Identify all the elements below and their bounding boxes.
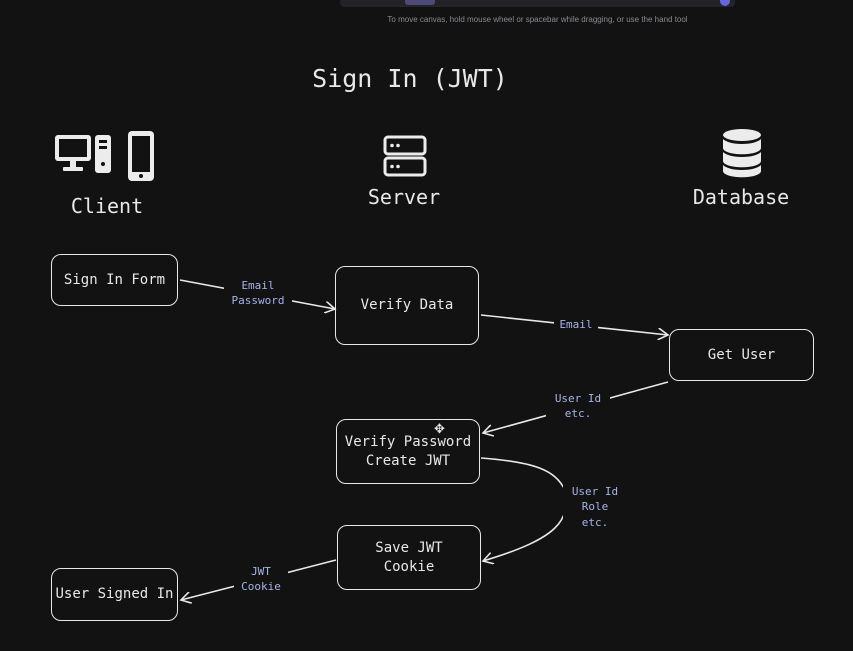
toolbar-strip[interactable] [340,0,735,7]
client-devices-icon[interactable] [54,130,158,182]
actor-label-client[interactable]: Client [70,194,144,218]
server-icon[interactable] [383,135,427,177]
toolbar-active-tool[interactable] [405,0,435,5]
node-verify-data[interactable]: Verify Data [335,266,479,345]
node-save-jwt-cookie[interactable]: Save JWT Cookie [337,525,481,590]
node-get-user[interactable]: Get User [669,329,814,381]
canvas-hint-text: To move canvas, hold mouse wheel or spac… [387,15,688,24]
actor-label-database[interactable]: Database [692,185,790,209]
actor-label-server[interactable]: Server [367,185,441,209]
database-icon[interactable] [721,128,763,178]
toolbar-help-button[interactable] [720,0,730,6]
node-sign-in-form[interactable]: Sign In Form [51,254,178,306]
edge-label-email[interactable]: Email [554,317,598,333]
edge-label-email-password[interactable]: Email Password [224,278,292,309]
edge-label-jwt-cookie[interactable]: JWT Cookie [234,564,288,595]
node-verify-password-create-jwt[interactable]: Verify Password Create JWT [336,419,480,484]
node-user-signed-in[interactable]: User Signed In [51,568,178,621]
arrow-verify-password-to-save-jwt[interactable] [480,457,567,561]
diagram-title[interactable]: Sign In (JWT) [312,64,508,93]
edge-label-user-id-role[interactable]: User Id Role etc. [563,484,627,531]
move-cursor-icon: ✥ [434,422,445,437]
edge-label-user-id[interactable]: User Id etc. [546,391,610,422]
